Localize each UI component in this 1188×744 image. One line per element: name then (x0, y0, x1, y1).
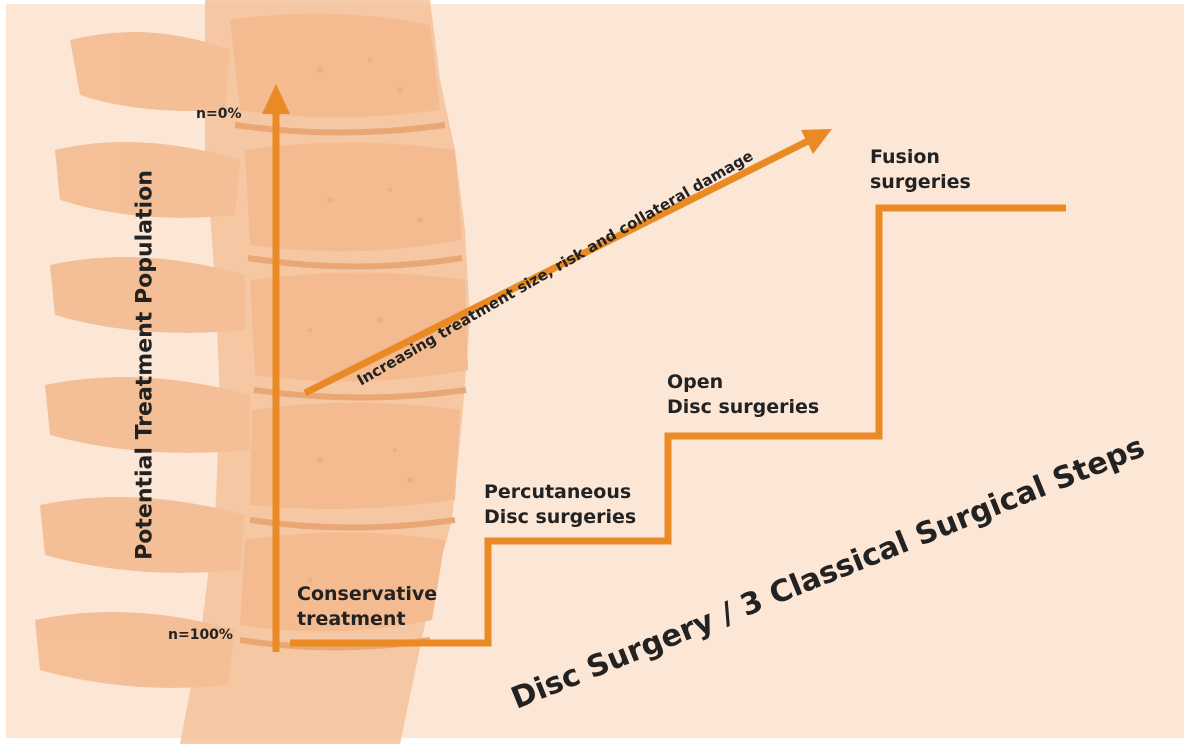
step-label-line: Disc surgeries (667, 395, 819, 420)
step-open-label: Open Disc surgeries (667, 370, 819, 420)
step-label-line: Conservative (297, 582, 437, 607)
y-axis-title: Potential Treatment Population (133, 170, 158, 560)
y-axis-bottom-label: n=100% (168, 627, 233, 643)
step-percutaneous-label: Percutaneous Disc surgeries (484, 480, 636, 530)
step-fusion-label: Fusion surgeries (870, 145, 971, 195)
step-label-line: treatment (297, 607, 437, 632)
step-label-line: Percutaneous (484, 480, 636, 505)
step-label-line: Open (667, 370, 819, 395)
spine-illustration (35, 0, 470, 744)
step-conservative-label: Conservative treatment (297, 582, 437, 632)
step-label-line: Disc surgeries (484, 505, 636, 530)
step-label-line: Fusion (870, 145, 971, 170)
step-label-line: surgeries (870, 170, 971, 195)
y-axis-top-label: n=0% (196, 106, 241, 122)
